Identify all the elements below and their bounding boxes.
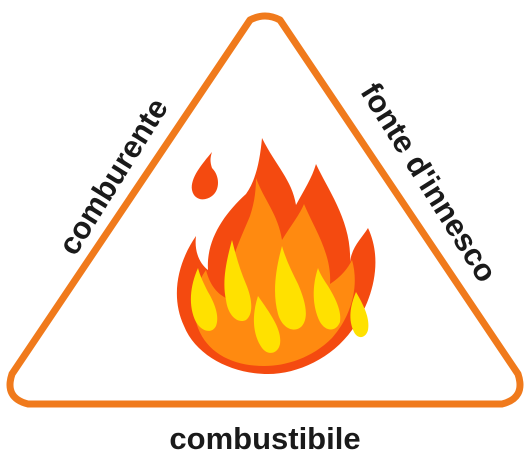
label-combustibile: combustibile — [169, 421, 360, 456]
fire-triangle-outline — [6, 12, 524, 408]
label-fonte-innesco: fonte d'innesco — [354, 77, 504, 289]
label-comburente: comburente — [51, 92, 175, 261]
fire-icon — [176, 138, 376, 374]
